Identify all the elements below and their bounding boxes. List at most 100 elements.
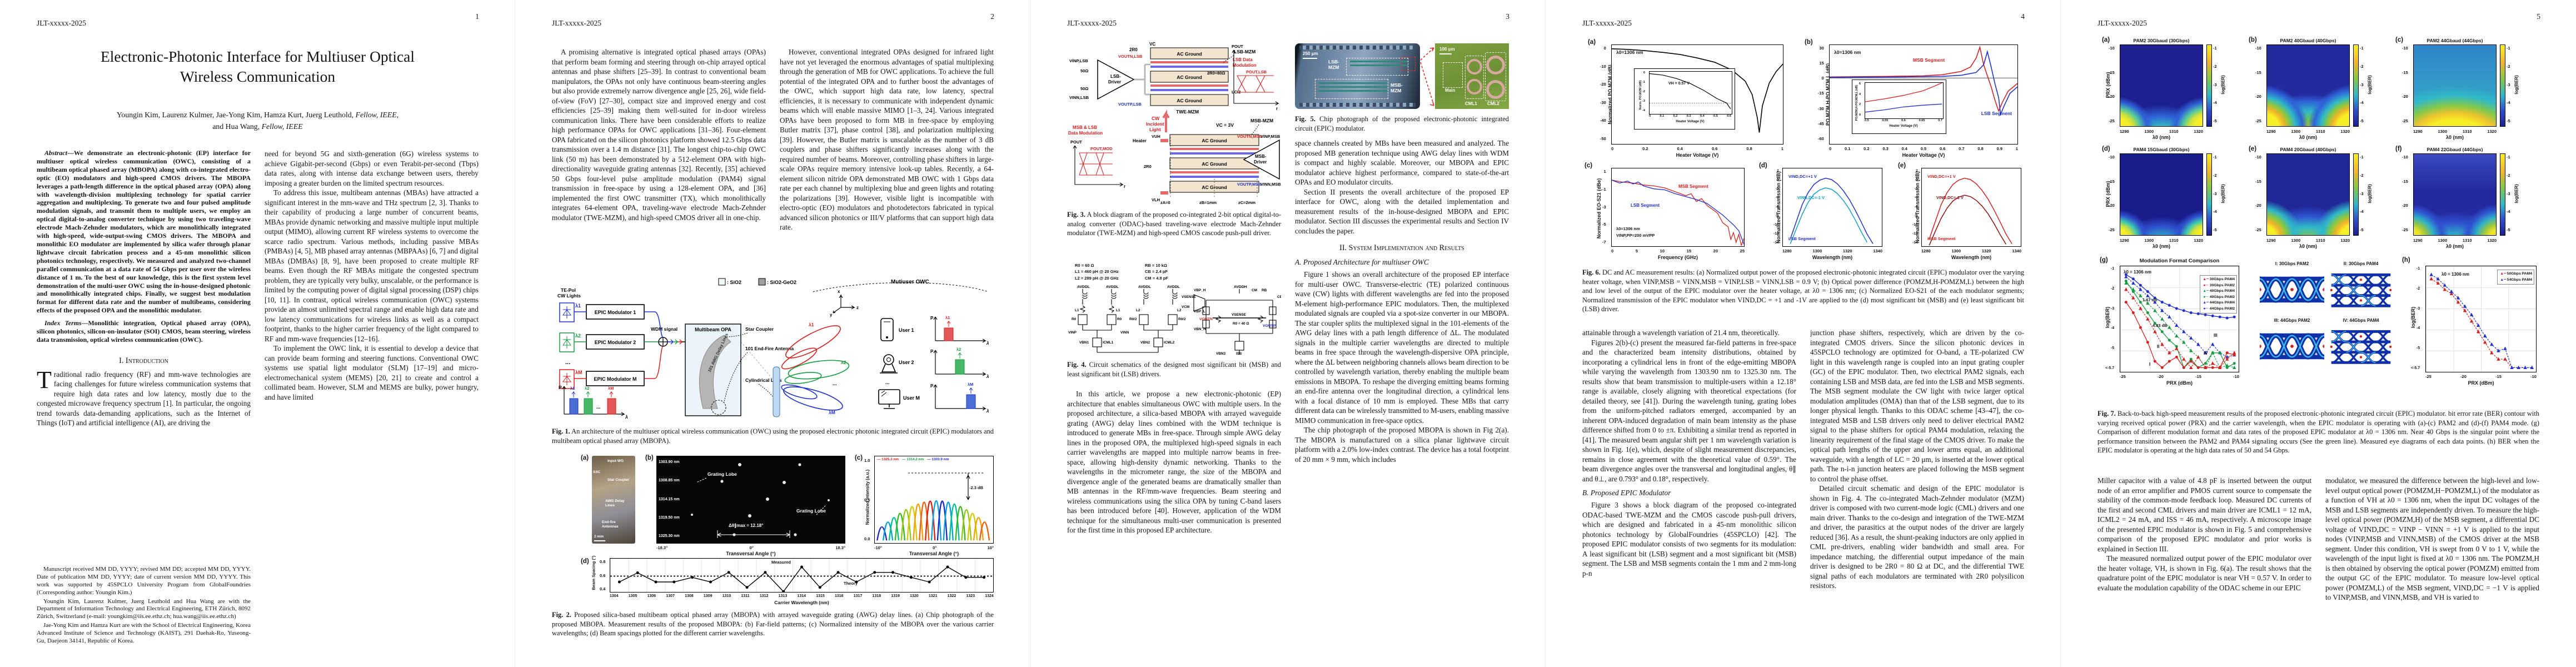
tick-label: -3 xyxy=(2416,306,2420,311)
svg-text:VBN2: VBN2 xyxy=(1140,341,1150,345)
fig4-voutp: VOUTP xyxy=(1263,324,1276,328)
fig6a-inset-yticks: 0-1-2-3-4 xyxy=(1642,71,1645,112)
tick-label: 1305 xyxy=(628,594,637,598)
chart-marker xyxy=(2131,296,2135,300)
tick-label: -25 xyxy=(2109,118,2115,123)
tick-label: 0.65 xyxy=(1919,119,1925,122)
footnote-block: Manuscript received MM DD, YYYY; revised… xyxy=(37,566,251,646)
tick-label: 1320 xyxy=(2340,238,2350,243)
chart-marker xyxy=(2124,281,2128,285)
footnote: Youngin Kim, Laurenz Kulmer, Juerg Leuth… xyxy=(37,598,251,620)
legend-marker-40pam4: ▲┄ xyxy=(2203,289,2209,293)
fig1-label-wdm: WDM signal xyxy=(651,326,677,332)
tick-label: 30 xyxy=(1819,46,1824,51)
page5-columns: Miller capacitor with a value of 4.8 pF … xyxy=(2097,476,2539,631)
fig6e-label: (e) xyxy=(1898,162,1906,169)
page-3: JLT-xxxxx-2025 3 VC 2R0 AC Ground AC Gro… xyxy=(1030,0,1546,667)
body-paragraph: To address this issue, multibeam antenna… xyxy=(265,188,479,343)
fig1-epic-modulator-1: EPIC Modulator 1 xyxy=(595,310,636,315)
tick-label: -25 xyxy=(2109,227,2115,232)
svg-text:VINP,MSB: VINP,MSB xyxy=(1260,134,1280,139)
fig7h-xticks: -25-20-15-10 xyxy=(2425,374,2537,379)
tick-label: -15 xyxy=(2109,178,2115,184)
fig1-epic-modulator-2: EPIC Modulator 2 xyxy=(595,340,636,345)
body-paragraph: Figure 3 shows a block diagram of the pr… xyxy=(1582,501,1796,578)
tick-label: -3 xyxy=(2360,191,2364,196)
body-paragraph: attainable through a wavelength variatio… xyxy=(1582,328,1780,337)
fig6b-lambda: λ0=1306 nm xyxy=(1834,49,1861,55)
tick-label: -15 xyxy=(1818,91,1824,96)
svg-text:Light: Light xyxy=(1149,127,1161,132)
chart-marker xyxy=(2490,351,2494,355)
tick-label: -2 xyxy=(2360,172,2364,178)
svg-text:zB=1mm: zB=1mm xyxy=(1199,200,1217,205)
tick-label: -10 xyxy=(2402,46,2408,51)
svg-text:AC Ground: AC Ground xyxy=(1177,98,1202,103)
chart-marker xyxy=(2204,362,2207,365)
chart-marker xyxy=(2182,330,2186,334)
tick-label: 1300 xyxy=(2144,238,2154,243)
tick-label: 5 xyxy=(1635,248,1638,253)
dropcap: T xyxy=(37,366,52,394)
fig7g-ann-167: 1.67 dB xyxy=(2142,297,2158,302)
tick-label: 1306 xyxy=(647,594,656,598)
tick-label: -1 xyxy=(1602,186,1606,192)
page3-left-text: In this article, we propose a new electr… xyxy=(1067,389,1281,650)
tick-label: 0.1 xyxy=(1660,115,1665,118)
tick-label: -5 xyxy=(2213,118,2217,123)
chart-series xyxy=(2431,274,2532,368)
fig3-lc2: LC/2 xyxy=(1232,89,1240,94)
chart-marker xyxy=(2225,363,2229,367)
fig7h-plot: λ0 = 1306 nm ▲┄50Gbps PAM4 ▲┄54Gbps PAM4 xyxy=(2425,266,2537,372)
svg-text:R0/2: R0/2 xyxy=(1178,317,1186,321)
tick-label: 1280 xyxy=(1921,248,1931,253)
laser-icon: λ2 xyxy=(559,332,581,352)
fig5-lsb-label: LSB-MZM xyxy=(1328,59,1339,70)
fig2c-legend: — 1325.3 nm — 1314.2 nm — 1303.9 nm xyxy=(877,457,949,461)
eye4-label: IV: 44Gbps PAM4 xyxy=(2343,318,2379,323)
page4-columns: attainable through a wavelength variatio… xyxy=(1582,328,2024,661)
chart-series xyxy=(1830,46,2017,112)
chart-marker xyxy=(2449,291,2454,296)
fig2-label-antennas: End-fire Antennas xyxy=(602,520,619,529)
fig7g-legend: ▲┄30Gbps PAM4 ●─30Gbps PAM2 ▲┄40Gbps PAM… xyxy=(2199,275,2237,314)
tick-label: 0.5 xyxy=(1920,146,1927,151)
tick-label: 1304 xyxy=(610,594,619,598)
tick-label: -4 xyxy=(2416,326,2420,331)
svg-text:P: P xyxy=(559,385,562,390)
tick-label: -10 xyxy=(2255,46,2261,51)
tick-label: 0.6 xyxy=(1901,119,1906,122)
tick-label: -3 xyxy=(2110,306,2115,311)
tick-label: 15 xyxy=(1686,248,1691,253)
tick-label: 1308 xyxy=(685,594,694,598)
fig7c-heatmap xyxy=(2413,44,2497,127)
spectrum-peak xyxy=(955,506,966,541)
tick-label: 1310 xyxy=(2315,129,2325,134)
tick-label: 1321 xyxy=(928,594,938,598)
fig5-scale-100: 100 μm xyxy=(1439,47,1455,52)
body-paragraph: junction phase shifters, respectively, w… xyxy=(1810,328,2024,483)
chart-marker xyxy=(2443,283,2447,287)
chart-marker xyxy=(2175,355,2178,359)
tick-label: 1340 xyxy=(1873,248,1882,253)
tick-label: 1320 xyxy=(1981,248,1991,253)
chart-series xyxy=(1649,73,1731,109)
fig6a-plot: λ0=1306 nm Norm. PO,MZM (dB) 0-1-2-3-4 V… xyxy=(1611,44,1783,145)
chart-marker xyxy=(2168,315,2171,318)
svg-text:zC=2mm: zC=2mm xyxy=(1238,200,1255,205)
fig6b-label: (b) xyxy=(1805,39,1813,46)
fig7a-xlabel: λ0 (nm) xyxy=(2152,135,2170,140)
tick-label: -5 xyxy=(1602,222,1606,227)
chart-marker xyxy=(2497,349,2500,352)
svg-text:R0/2: R0/2 xyxy=(1129,317,1137,321)
svg-text:VBN_H: VBN_H xyxy=(1194,327,1206,331)
eye-diagram-pam4 xyxy=(2329,268,2393,311)
tick-label: -25 xyxy=(2255,118,2261,123)
tick-label: 2 xyxy=(1859,103,1861,107)
svg-text:CW: CW xyxy=(1152,116,1160,121)
page-2: JLT-xxxxx-2025 2 A promising alternative… xyxy=(515,0,1030,667)
